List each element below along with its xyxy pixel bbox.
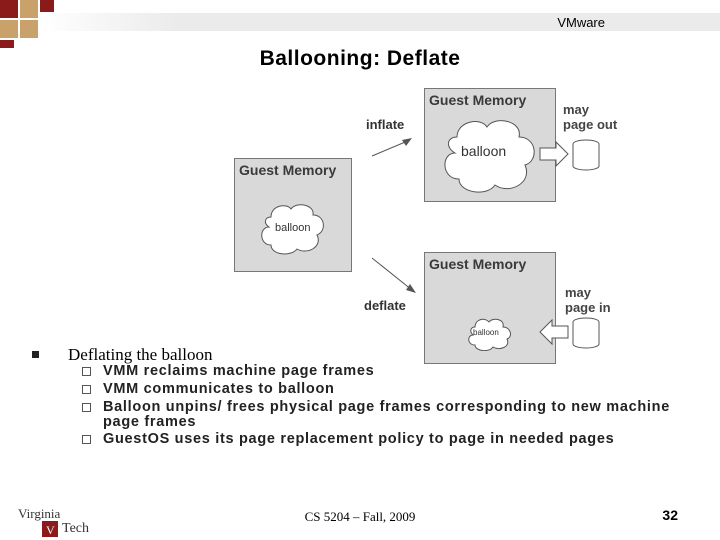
hollow-square-bullet-icon bbox=[82, 367, 91, 376]
bottom-balloon-label: balloon bbox=[473, 328, 499, 337]
main-bullet-text: Deflating the balloon bbox=[68, 345, 213, 364]
hollow-square-bullet-icon bbox=[82, 435, 91, 444]
corner-square-1 bbox=[0, 0, 18, 18]
page-in-arrow-disk bbox=[539, 317, 600, 349]
sub-bullet-text: VMM communicates to balloon bbox=[103, 381, 335, 397]
slide-title: Ballooning: Deflate bbox=[259, 47, 461, 70]
top-balloon-label: balloon bbox=[461, 143, 507, 159]
page-out-arrow-disk bbox=[539, 139, 600, 171]
top-memory-label: Guest Memory bbox=[429, 92, 527, 108]
svg-text:Tech: Tech bbox=[62, 521, 89, 536]
square-bullet-icon bbox=[32, 351, 39, 358]
center-balloon-label: balloon bbox=[275, 222, 311, 234]
hollow-square-bullet-icon bbox=[82, 403, 91, 412]
svg-text:Virginia: Virginia bbox=[18, 506, 61, 521]
sub-bullet-text: Balloon unpins/ frees physical page fram… bbox=[103, 399, 670, 430]
page-in-note-line2: page in bbox=[565, 300, 611, 315]
top-balloon-shape bbox=[444, 120, 535, 193]
corner-square-3 bbox=[40, 0, 54, 12]
bottom-memory-label: Guest Memory bbox=[429, 256, 527, 272]
corner-square-2 bbox=[20, 0, 38, 18]
center-memory-box: Guest Memory balloon bbox=[234, 158, 352, 272]
page-number: 32 bbox=[662, 507, 678, 523]
bottom-memory-box: Guest Memory balloon bbox=[424, 252, 556, 364]
virginia-tech-logo: Virginia V Tech bbox=[18, 506, 89, 537]
center-memory-label: Guest Memory bbox=[239, 162, 337, 178]
deflate-label: deflate bbox=[364, 298, 406, 313]
center-balloon-shape bbox=[261, 204, 324, 255]
sub-bullet-text: GuestOS uses its page replacement policy… bbox=[103, 431, 615, 447]
footer-course: CS 5204 – Fall, 2009 bbox=[304, 509, 416, 524]
svg-text:V: V bbox=[46, 523, 55, 537]
top-memory-box: Guest Memory balloon bbox=[424, 88, 556, 202]
bottom-balloon-shape bbox=[468, 318, 511, 351]
corner-square-6 bbox=[0, 40, 14, 48]
header-bar bbox=[40, 13, 720, 31]
inflate-deflate-arrows bbox=[371, 138, 416, 293]
corner-square-4 bbox=[0, 20, 18, 38]
corner-square-5 bbox=[20, 20, 38, 38]
header-org: VMware bbox=[557, 15, 605, 30]
hollow-square-bullet-icon bbox=[82, 385, 91, 394]
sub-bullet-text: VMM reclaims machine page frames bbox=[103, 363, 375, 379]
page-out-note-line2: page out bbox=[563, 117, 618, 132]
inflate-label: inflate bbox=[366, 117, 405, 132]
disk-icon bbox=[573, 138, 574, 139]
page-in-note-line1: may bbox=[565, 285, 592, 300]
page-out-note-line1: may bbox=[563, 102, 590, 117]
